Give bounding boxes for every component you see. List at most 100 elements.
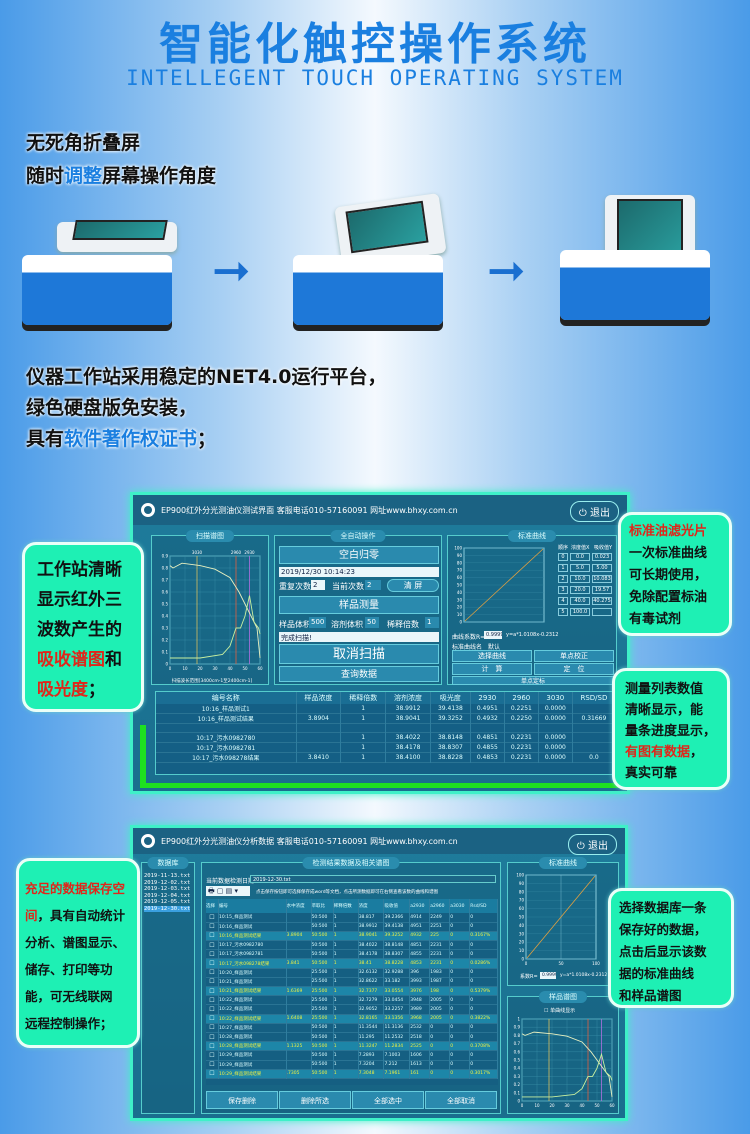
device-image-closed <box>22 200 182 340</box>
single-curve-checkbox[interactable]: ☐ 单曲线显示 <box>544 1008 576 1014</box>
y-tick-label: 0.4 <box>162 614 169 619</box>
panel-title: 标准曲线 <box>539 857 587 869</box>
row-checkbox[interactable]: ☐ <box>206 940 220 950</box>
row-checkbox[interactable]: ☐ <box>206 913 220 923</box>
table-cell: 38.9912 <box>385 704 431 714</box>
deselect-all-button[interactable]: 全部取消 <box>425 1091 497 1109</box>
row-checkbox[interactable]: ☐ <box>206 977 220 987</box>
row-checkbox[interactable]: ☐ <box>206 931 220 941</box>
table-cell: 39.2366 <box>383 913 411 923</box>
highlight-text: 充足的数据保存空间 <box>25 881 126 923</box>
blank-zero-button[interactable]: 空白归零 <box>279 546 439 564</box>
table-cell: 50:500 <box>311 949 334 959</box>
database-file-item[interactable]: 2019-11-13.txt <box>144 873 191 879</box>
callout-line: 工作站清晰 <box>37 560 122 580</box>
y-tick-label: 0.7 <box>514 1041 521 1046</box>
table-cell: 1 <box>333 1014 359 1024</box>
save-delete-button[interactable]: 保存删除 <box>206 1091 278 1109</box>
table-cell: 0 <box>449 995 471 1005</box>
column-header: 吸收值 <box>383 899 411 913</box>
column-header: a2930 <box>409 899 431 913</box>
sample-measure-button[interactable]: 样品测量 <box>279 596 439 614</box>
table-cell: 0 <box>449 922 471 932</box>
date-input[interactable]: 2019-12-30.txt <box>250 875 496 883</box>
y-tick-label: 100 <box>454 546 462 551</box>
database-file-item[interactable]: 2019-12-02.txt <box>144 879 191 886</box>
column-header: 顺序 <box>558 545 569 551</box>
callout-line: 一次标准曲线 <box>629 546 708 561</box>
text: 屏幕操作角度 <box>102 165 217 187</box>
clear-screen-button[interactable]: 清 屏 <box>387 579 439 592</box>
panel-title: 全自动操作 <box>330 530 386 542</box>
cancel-scan-button[interactable]: 取消扫描 <box>279 644 439 664</box>
single-point-calibrate-button[interactable]: 单点校正 <box>534 650 614 662</box>
column-header: 编号 <box>218 899 287 913</box>
row-checkbox[interactable]: ☐ <box>206 1050 220 1060</box>
table-cell: 198 <box>429 986 451 996</box>
table-cell: 2518 <box>409 1032 431 1042</box>
table-cell <box>572 732 617 743</box>
exit-button[interactable]: ⏻ 退出 <box>569 501 619 522</box>
table-cell: 1.6369 <box>286 986 312 996</box>
table-cell: 40.275 <box>592 597 612 605</box>
column-header: 水中浓度 <box>286 899 312 913</box>
row-checkbox[interactable]: ☐ <box>206 1023 220 1033</box>
table-cell: 0 <box>469 913 498 923</box>
column-header: Rsd/SD <box>469 899 498 913</box>
row-checkbox[interactable]: ☐ <box>206 949 220 959</box>
row-checkbox[interactable]: ☐ <box>206 1069 220 1079</box>
y-tick-label: 0 <box>165 662 168 667</box>
table-cell: 38.9912 <box>358 922 385 932</box>
table-cell: 10:17_污水098278结果 <box>156 752 297 763</box>
repeat-count-stepper[interactable]: 2 <box>311 580 325 590</box>
select-curve-button[interactable]: 选择曲线 <box>452 650 532 662</box>
solvent-volume-input[interactable]: 50 <box>365 617 379 628</box>
sample-volume-input[interactable]: 500 <box>309 617 326 628</box>
database-file-item[interactable]: 2019-12-04.txt <box>144 892 191 899</box>
calculate-button[interactable]: 计 算 <box>452 663 532 675</box>
callout-line: 可长期使用， <box>629 568 708 583</box>
feature-line: 无死角折叠屏 <box>26 132 141 154</box>
row-checkbox[interactable]: ☐ <box>206 995 220 1005</box>
delete-selected-button[interactable]: 删除所选 <box>279 1091 351 1109</box>
exit-button[interactable]: ⏻ 退出 <box>567 834 617 855</box>
query-data-button[interactable]: 查询数据 <box>279 666 439 682</box>
absorbance-curve <box>521 1031 613 1097</box>
text: 和 <box>105 650 122 670</box>
row-checkbox[interactable]: ☐ <box>206 1004 220 1015</box>
table-cell: 10:28_样品测试结果 <box>218 1041 287 1051</box>
toolbar-icons[interactable]: 🖶 ▢ ▤ ▾ <box>206 886 250 896</box>
database-file-item[interactable]: 2019-12-30.txt <box>144 905 191 912</box>
row-checkbox[interactable]: ☐ <box>206 922 220 932</box>
table-cell: 396 <box>409 968 431 978</box>
row-checkbox[interactable]: ☐ <box>206 1032 220 1042</box>
row-checkbox[interactable]: ☐ <box>206 958 220 969</box>
callout-line: 真实可靠 <box>625 766 678 781</box>
locate-button[interactable]: 定 位 <box>534 663 614 675</box>
table-cell: 39.3252 <box>430 713 471 724</box>
row-checkbox[interactable]: ☐ <box>206 1014 220 1024</box>
select-all-button[interactable]: 全部选中 <box>352 1091 424 1109</box>
database-file-item[interactable]: 2019-12-03.txt <box>144 886 191 892</box>
table-cell: 11.2532 <box>383 1032 411 1042</box>
table-cell: 0 <box>469 1050 498 1060</box>
datetime-select[interactable]: 2019/12/30 10:14:23 <box>279 567 439 577</box>
row-checkbox[interactable]: ☐ <box>206 1041 220 1051</box>
row-checkbox[interactable]: ☐ <box>206 968 220 978</box>
row-checkbox[interactable]: ☐ <box>206 1060 220 1070</box>
coefficient-value: 0.9999 <box>484 631 502 639</box>
database-file-item[interactable]: 2019-12-05.txt <box>144 899 191 905</box>
table-cell: 10:21_样品测试 <box>218 977 287 987</box>
y-tick-label: 60 <box>457 575 463 580</box>
table-cell: 39.4138 <box>430 704 471 714</box>
dilution-input[interactable]: 1 <box>425 617 439 628</box>
x-tick-label: 10 <box>182 666 188 671</box>
row-checkbox[interactable]: ☐ <box>206 986 220 996</box>
single-point-standard-button[interactable]: 单点定标 <box>452 676 614 685</box>
